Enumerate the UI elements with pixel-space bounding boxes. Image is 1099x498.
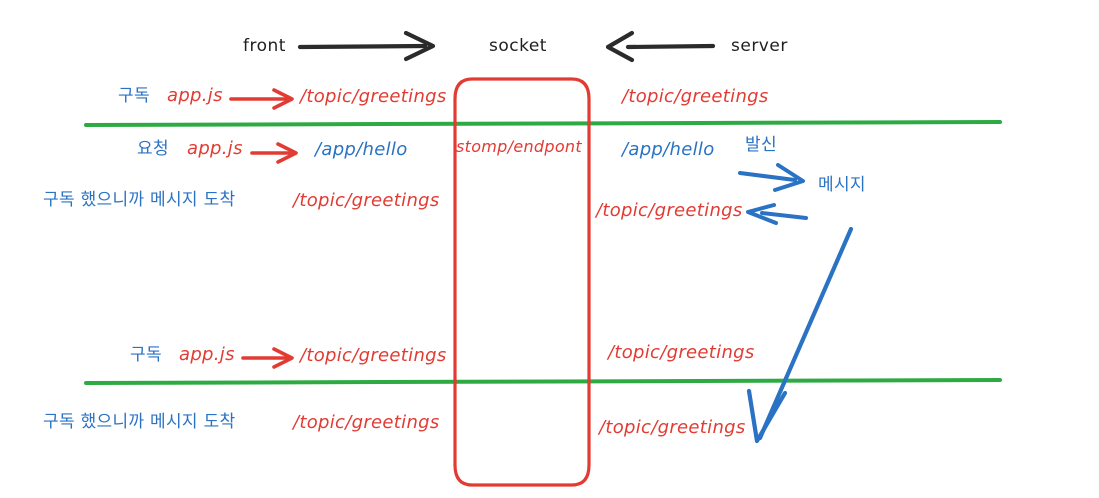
arrow-right-blue-send-icon [738,163,805,192]
green-line-top [84,120,1002,127]
row-2-front-action: 요청 [137,139,169,159]
arrow-left-black-server-icon [605,30,716,63]
row-5-front-note: 구독 했으니까 메시지 도착 [43,412,236,432]
row-3-server-destination: /topic/greetings [596,200,743,221]
row-2-front-source: app.js [187,138,243,159]
row-2-server-destination: /app/hello [622,139,715,160]
row-5-server-destination: /topic/greetings [599,417,746,438]
arrow-right-red-row-2-icon [250,142,298,164]
front-label: front [243,36,286,56]
row-2-front-destination: /app/hello [315,139,408,160]
server-label: server [731,36,788,56]
green-line-bottom [84,378,1002,385]
arrow-right-red-row-1-icon [229,88,294,110]
arrow-right-black-front-icon [297,30,436,62]
arrow-left-blue-receive-icon [746,203,808,225]
row-1-front-action: 구독 [118,86,150,106]
socket-endpoint-label: stomp/endpont [456,137,582,156]
row-4-front-action: 구독 [130,345,162,365]
row-4-server-destination: /topic/greetings [608,342,755,363]
row-1-server-destination: /topic/greetings [622,86,769,107]
row-4-front-destination: /topic/greetings [300,345,447,366]
row-3-front-destination: /topic/greetings [293,190,440,211]
row-2-server-send-label: 발신 [745,135,777,155]
row-3-front-note: 구독 했으니까 메시지 도착 [43,190,236,210]
row-5-front-destination: /topic/greetings [293,412,440,433]
socket-label: socket [489,36,547,56]
row-4-front-source: app.js [179,344,235,365]
arrow-down-left-blue-long-icon [746,226,854,444]
arrow-right-red-row-4-icon [241,347,294,369]
row-1-front-destination: /topic/greetings [300,86,447,107]
row-1-front-source: app.js [167,85,223,106]
row-2-server-message-label: 메시지 [818,175,866,195]
